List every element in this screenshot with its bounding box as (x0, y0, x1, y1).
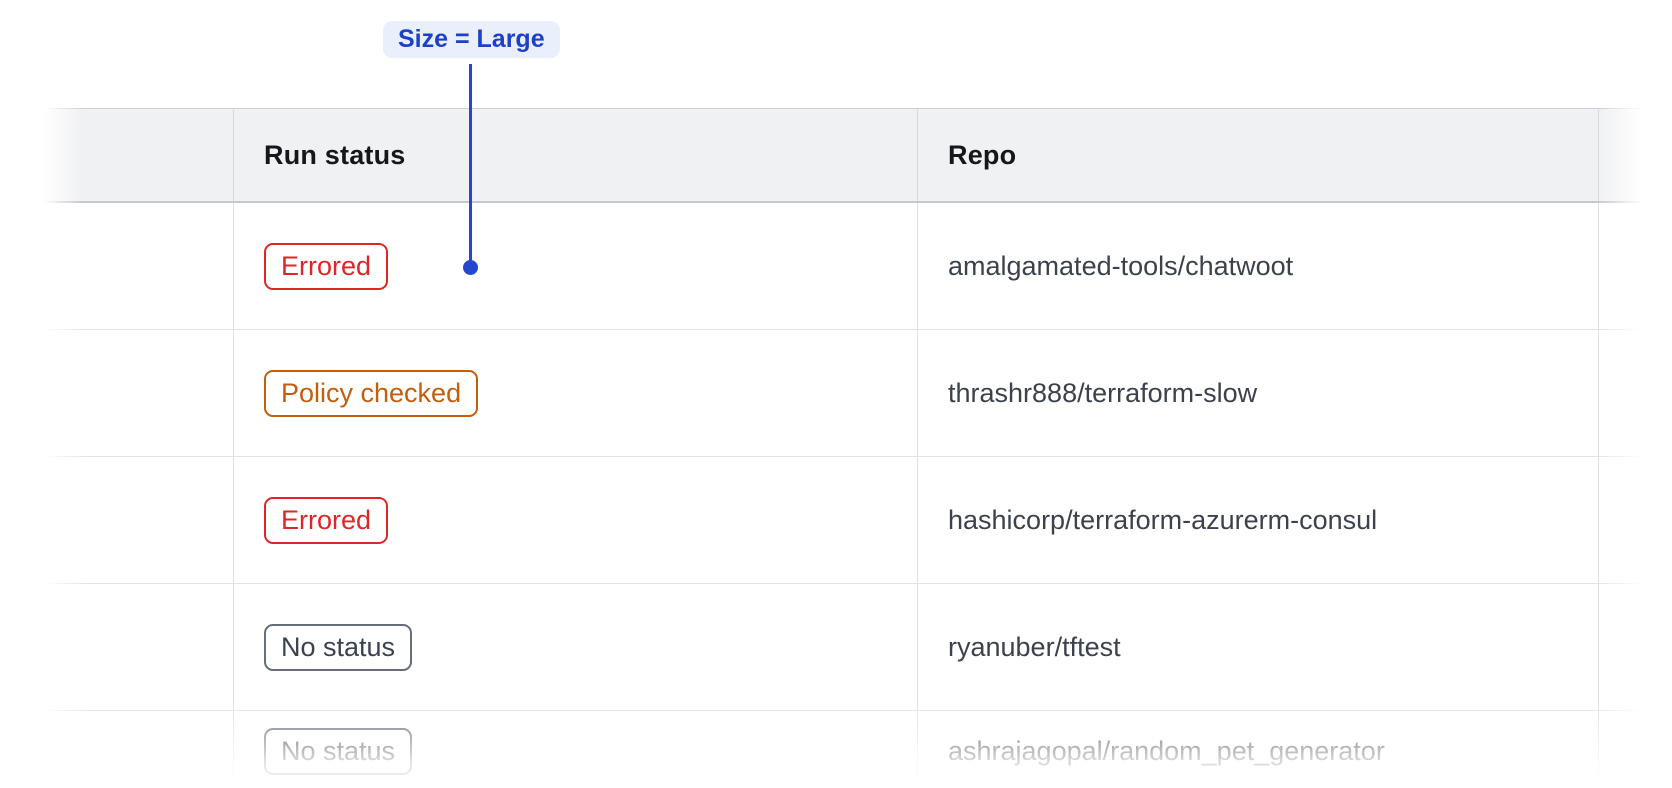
status-badge: No status (264, 623, 413, 671)
table-row[interactable]: Errored amalgamated-tools/chatwoot (43, 203, 1672, 330)
row-cell-run-status: No status (233, 711, 917, 788)
row-cell-cutoff (1598, 330, 1672, 456)
table-row[interactable]: No status ryanuber/tftest (43, 584, 1672, 711)
row-cell-run-status: No status (233, 584, 917, 710)
repo-name: ashrajagopal/random_pet_generator (948, 735, 1385, 766)
repo-name: ryanuber/tftest (948, 631, 1121, 662)
row-cell-repo: amalgamated-tools/chatwoot (917, 203, 1598, 329)
status-badge: Policy checked (264, 369, 479, 417)
row-cell-cutoff (1598, 457, 1672, 583)
size-annotation-label: Size = Large (383, 21, 560, 58)
header-cell-run-status: Run status (233, 109, 917, 201)
table-row[interactable]: Errored hashicorp/terraform-azurerm-cons… (43, 457, 1672, 584)
row-cell-cutoff (1598, 584, 1672, 710)
header-cell-cutoff (1598, 109, 1672, 201)
size-annotation-connector-line (469, 64, 472, 261)
runs-table: Run status Repo Errored amalgamated-tool… (43, 108, 1672, 788)
row-cell-repo: thrashr888/terraform-slow (917, 330, 1598, 456)
row-cell-run-status: Policy checked (233, 330, 917, 456)
row-cell-empty (43, 711, 233, 788)
repo-name: hashicorp/terraform-azurerm-consul (948, 504, 1378, 535)
status-badge: Errored (264, 242, 389, 290)
repo-name: thrashr888/terraform-slow (948, 377, 1258, 408)
repo-column-header: Repo (948, 139, 1017, 170)
header-cell-empty (43, 109, 233, 201)
size-annotation-dot (463, 260, 478, 275)
status-badge: No status (264, 727, 413, 775)
row-cell-empty (43, 584, 233, 710)
row-cell-run-status: Errored (233, 203, 917, 329)
table-row[interactable]: No status ashrajagopal/random_pet_genera… (43, 711, 1672, 788)
row-cell-empty (43, 457, 233, 583)
row-cell-cutoff (1598, 711, 1672, 788)
row-cell-repo: ryanuber/tftest (917, 584, 1598, 710)
row-cell-run-status: Errored (233, 457, 917, 583)
status-badge: Errored (264, 496, 389, 544)
table-header-row: Run status Repo (43, 108, 1672, 203)
run-status-column-header: Run status (264, 139, 406, 170)
table-row[interactable]: Policy checked thrashr888/terraform-slow (43, 330, 1672, 457)
row-cell-cutoff (1598, 203, 1672, 329)
row-cell-repo: hashicorp/terraform-azurerm-consul (917, 457, 1598, 583)
row-cell-repo: ashrajagopal/random_pet_generator (917, 711, 1598, 788)
row-cell-empty (43, 330, 233, 456)
header-cell-repo: Repo (917, 109, 1598, 201)
repo-name: amalgamated-tools/chatwoot (948, 250, 1294, 281)
row-cell-empty (43, 203, 233, 329)
